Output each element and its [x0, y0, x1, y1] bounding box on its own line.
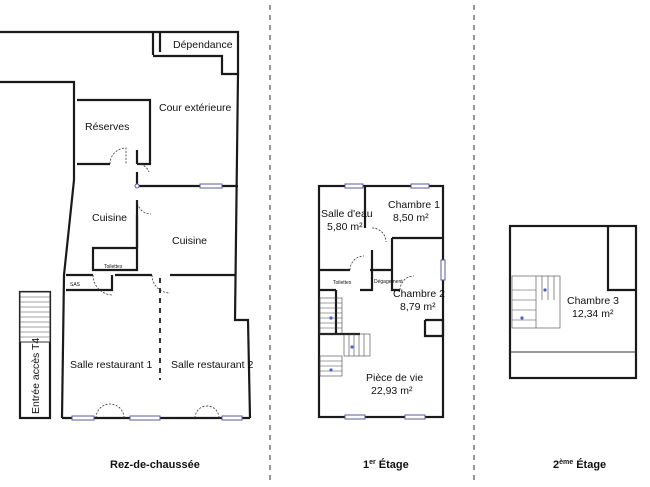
room-salle-restaurant-1: Salle restaurant 1: [70, 359, 152, 371]
room-chambre-3-area: 12,34 m²: [572, 308, 614, 320]
room-chambre-1-area: 8,50 m²: [393, 212, 429, 224]
room-toilettes-first: Toilettes: [333, 280, 352, 286]
room-cuisine-2: Cuisine: [172, 235, 207, 247]
room-chambre-3: Chambre 3: [567, 295, 619, 307]
room-salle-restaurant-2: Salle restaurant 2: [171, 359, 253, 371]
room-chambre-2-area: 8,79 m²: [400, 301, 436, 313]
room-piece-de-vie: Pièce de vie: [366, 372, 423, 384]
room-salle-eau: Salle d'eau: [321, 208, 373, 220]
room-degagement: Dégagement: [374, 279, 403, 285]
room-piece-de-vie-area: 22,93 m²: [371, 385, 413, 397]
ground-floor-plan: [0, 30, 252, 421]
first-floor-title: 1er Étage: [363, 458, 409, 471]
second-floor-plan: [508, 224, 638, 380]
room-entree-acces: Entrée accès T4: [30, 338, 42, 414]
room-chambre-2: Chambre 2: [393, 288, 445, 300]
room-reserves: Réserves: [85, 121, 129, 133]
room-toilettes-ground: Toilettes: [104, 264, 123, 270]
room-chambre-1: Chambre 1: [388, 199, 440, 211]
room-cuisine-1: Cuisine: [92, 212, 127, 224]
room-cour-exterieure: Cour extérieure: [159, 102, 232, 114]
room-salle-eau-area: 5,80 m²: [327, 221, 363, 233]
room-dependance: Dépendance: [173, 39, 233, 51]
room-sas: SAS: [70, 282, 81, 288]
ground-floor-title: Rez-de-chaussée: [110, 459, 200, 471]
second-floor-title: 2ème Étage: [553, 458, 606, 471]
first-floor-plan: [317, 183, 446, 420]
